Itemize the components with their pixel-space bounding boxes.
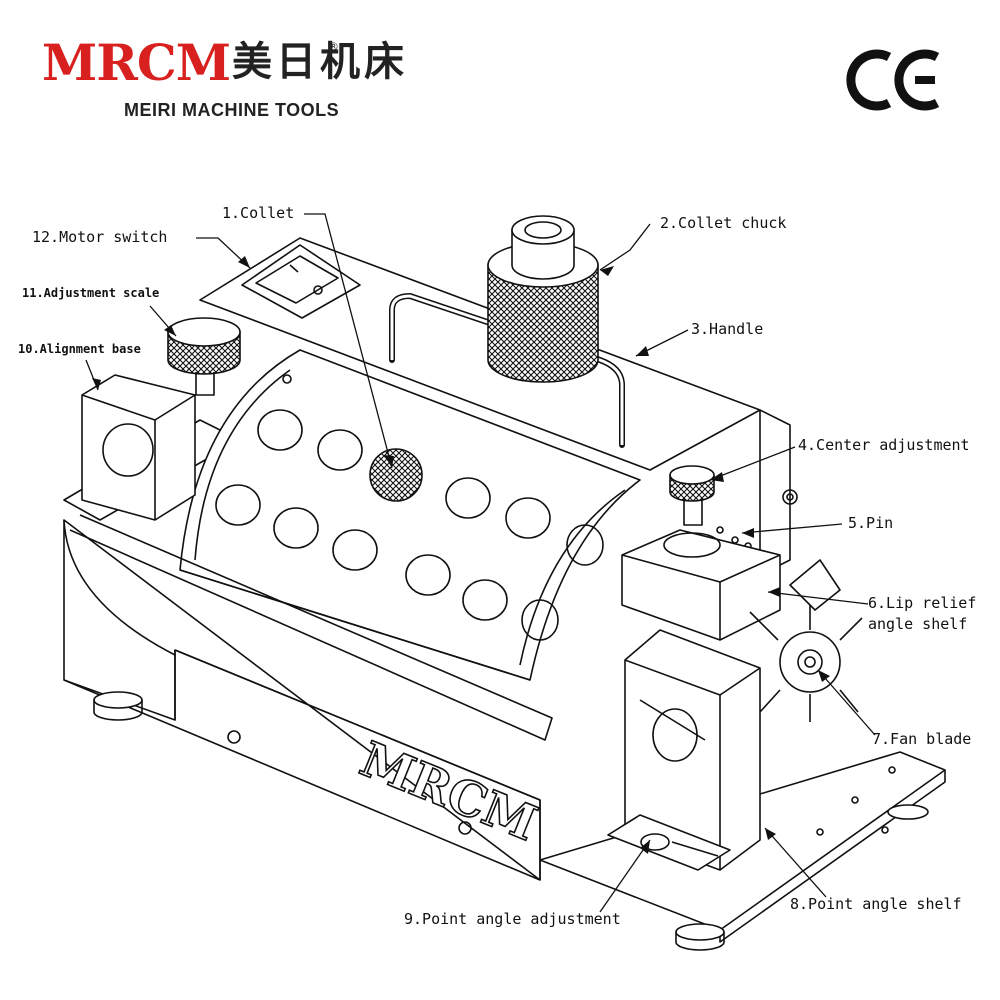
leader-point-angle-adjustment <box>599 839 651 913</box>
label-point-angle-adjustment: 9.Point angle adjustment <box>404 910 621 928</box>
label-handle: 3.Handle <box>691 320 764 338</box>
ce-mark-icon <box>846 49 940 111</box>
leader-center-adjustment <box>709 446 796 481</box>
label-adjustment-scale: 11.Adjustment scale <box>22 286 160 300</box>
label-alignment-base: 10.Alignment base <box>18 342 141 356</box>
label-point-angle-shelf: 8.Point angle shelf <box>790 895 962 913</box>
lip-relief-shelf <box>621 529 781 641</box>
leader-collet <box>304 213 393 469</box>
label-pin: 5.Pin <box>848 514 894 532</box>
leader-lip-relief <box>767 591 869 605</box>
brand-subtitle: MEIRI MACHINE TOOLS <box>124 100 340 120</box>
label-lip-relief-angle-shelf: angle shelf <box>868 615 968 633</box>
leader-collet-chuck <box>599 223 651 271</box>
collet-holes <box>215 409 604 641</box>
collet-part <box>369 448 423 502</box>
collet-cover <box>179 349 641 681</box>
brand-logo: MRCM <box>42 33 231 92</box>
label-center-adjustment: 4.Center adjustment <box>798 436 970 454</box>
adjustment-scale-knob <box>167 317 241 347</box>
leader-motor-switch <box>196 237 251 269</box>
alignment-base-part <box>81 374 196 521</box>
label-collet-chuck: 2.Collet chuck <box>660 214 787 232</box>
point-angle-adjust-screw <box>640 833 670 851</box>
label-motor-switch: 12.Motor switch <box>32 228 168 246</box>
label-lip-relief: 6.Lip relief <box>868 594 977 612</box>
motor-switch-part <box>241 244 361 319</box>
label-fan-blade: 7.Fan blade <box>872 730 972 748</box>
collet-chuck-part <box>487 264 599 383</box>
leader-pin <box>741 523 843 534</box>
leader-point-angle-shelf <box>764 827 827 898</box>
label-collet: 1.Collet <box>222 204 295 222</box>
center-adjustment-knob <box>669 465 715 485</box>
registered-mark: ® <box>328 40 339 53</box>
brand-chinese-name: 美日机床 <box>232 39 408 85</box>
leader-fan-blade <box>817 669 876 736</box>
